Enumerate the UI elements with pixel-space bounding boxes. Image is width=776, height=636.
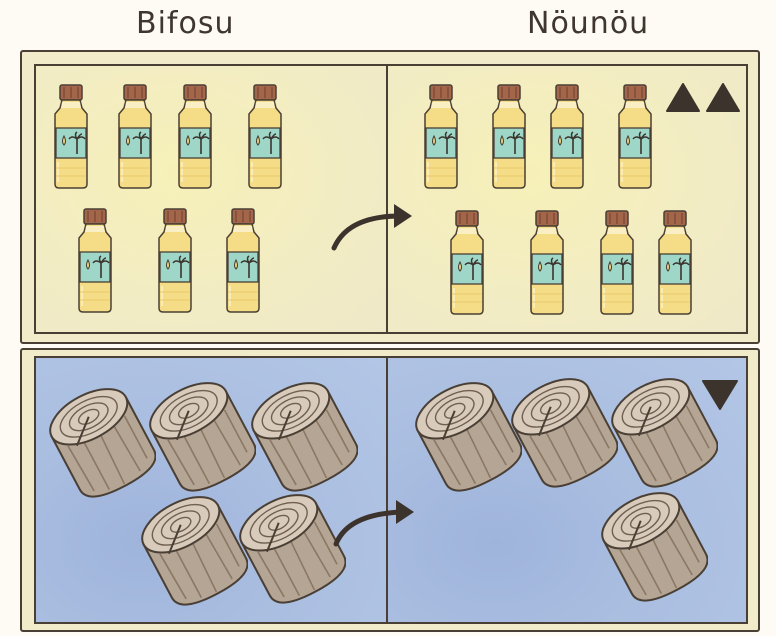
wood-change-arrow-icon <box>333 500 414 547</box>
oil-bottle-icon-before-1 <box>52 84 90 190</box>
oil-bottle-icon-after-4 <box>616 84 654 190</box>
after-column-title: Nöunöu <box>527 6 650 41</box>
log-icon-after-3 <box>606 368 718 488</box>
oil-change-arrow-icon <box>331 204 412 251</box>
log-icon-before-2 <box>144 372 256 492</box>
log-icon-before-4 <box>136 486 248 606</box>
oil-before-panel <box>34 64 388 334</box>
oil-bottle-icon-after-1 <box>422 84 460 190</box>
log-icon-after-1 <box>410 372 522 492</box>
oil-bottle-icon-after-5 <box>448 210 486 316</box>
oil-bottle-icon-before-3 <box>176 84 214 190</box>
oil-bottle-icon-before-4 <box>246 84 284 190</box>
wood-before-panel <box>34 356 388 624</box>
oil-bottle-icon-after-3 <box>548 84 586 190</box>
log-icon-after-4 <box>596 482 708 602</box>
oil-bottle-icon-after-7 <box>598 210 636 316</box>
oil-bottle-icon-after-2 <box>490 84 528 190</box>
log-icon-after-2 <box>506 368 618 488</box>
oil-trend-up-icon <box>666 83 740 112</box>
oil-bottle-icon-before-7 <box>224 208 262 314</box>
wood-after-panel <box>386 356 748 624</box>
log-icon-before-1 <box>44 378 156 498</box>
oil-bottle-icon-before-2 <box>116 84 154 190</box>
oil-bottle-icon-before-6 <box>156 208 194 314</box>
before-column-title: Bifosu <box>136 6 235 41</box>
oil-bottle-icon-before-5 <box>76 208 114 314</box>
oil-bottle-icon-after-8 <box>656 210 694 316</box>
wood-trend-down-icon <box>702 380 738 410</box>
log-icon-before-3 <box>246 372 358 492</box>
log-icon-before-5 <box>234 484 346 604</box>
oil-bottle-icon-after-6 <box>528 210 566 316</box>
